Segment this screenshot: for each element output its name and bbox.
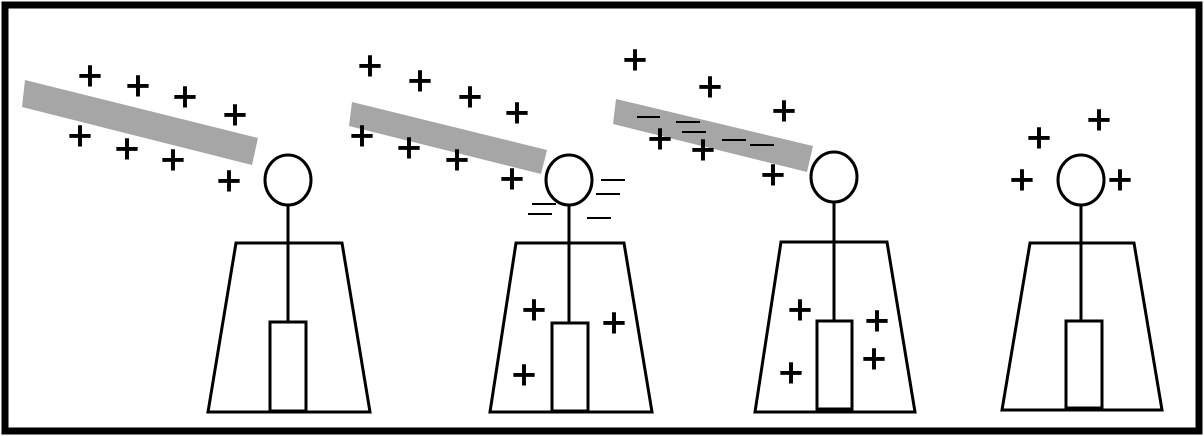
positive-charge: + [171,77,200,117]
positive-charge: + [1106,160,1135,200]
electroscope-leaf [817,321,852,409]
positive-charge: + [696,67,725,107]
positive-charge: + [600,303,629,343]
positive-charge: + [498,159,527,199]
positive-charge: + [456,77,485,117]
positive-charge: + [1008,160,1037,200]
positive-charge: + [503,93,532,133]
positive-charge: + [863,301,892,341]
positive-charge: + [159,140,188,180]
positive-charge: + [621,40,650,80]
electroscope-leaf [552,323,588,411]
positive-charge: + [395,128,424,168]
positive-charge: + [221,95,250,135]
positive-charge: + [510,355,539,395]
positive-charge: + [689,130,718,170]
positive-charge: + [348,116,377,156]
positive-charge: + [76,56,105,96]
positive-charge: + [860,339,889,379]
positive-charge: + [1085,100,1114,140]
positive-charge: + [113,129,142,169]
electroscope-leaf [270,322,306,411]
positive-charge: + [66,116,95,156]
positive-charge: + [759,155,788,195]
positive-charge: + [406,61,435,101]
positive-charge: + [770,91,799,131]
positive-charge: + [520,290,549,330]
positive-charge: + [646,119,675,159]
positive-charge: + [356,46,385,86]
electroscope-leaf [1066,321,1102,408]
electroscope-bulb [811,152,857,202]
positive-charge: + [443,140,472,180]
positive-charge: + [777,353,806,393]
positive-charge: + [1025,118,1054,158]
positive-charge: + [124,66,153,106]
positive-charge: + [786,290,815,330]
electroscope-bulb [1058,155,1104,205]
electroscope-bulb [546,155,592,205]
positive-charge: + [215,161,244,201]
electroscope-bulb [265,155,311,205]
